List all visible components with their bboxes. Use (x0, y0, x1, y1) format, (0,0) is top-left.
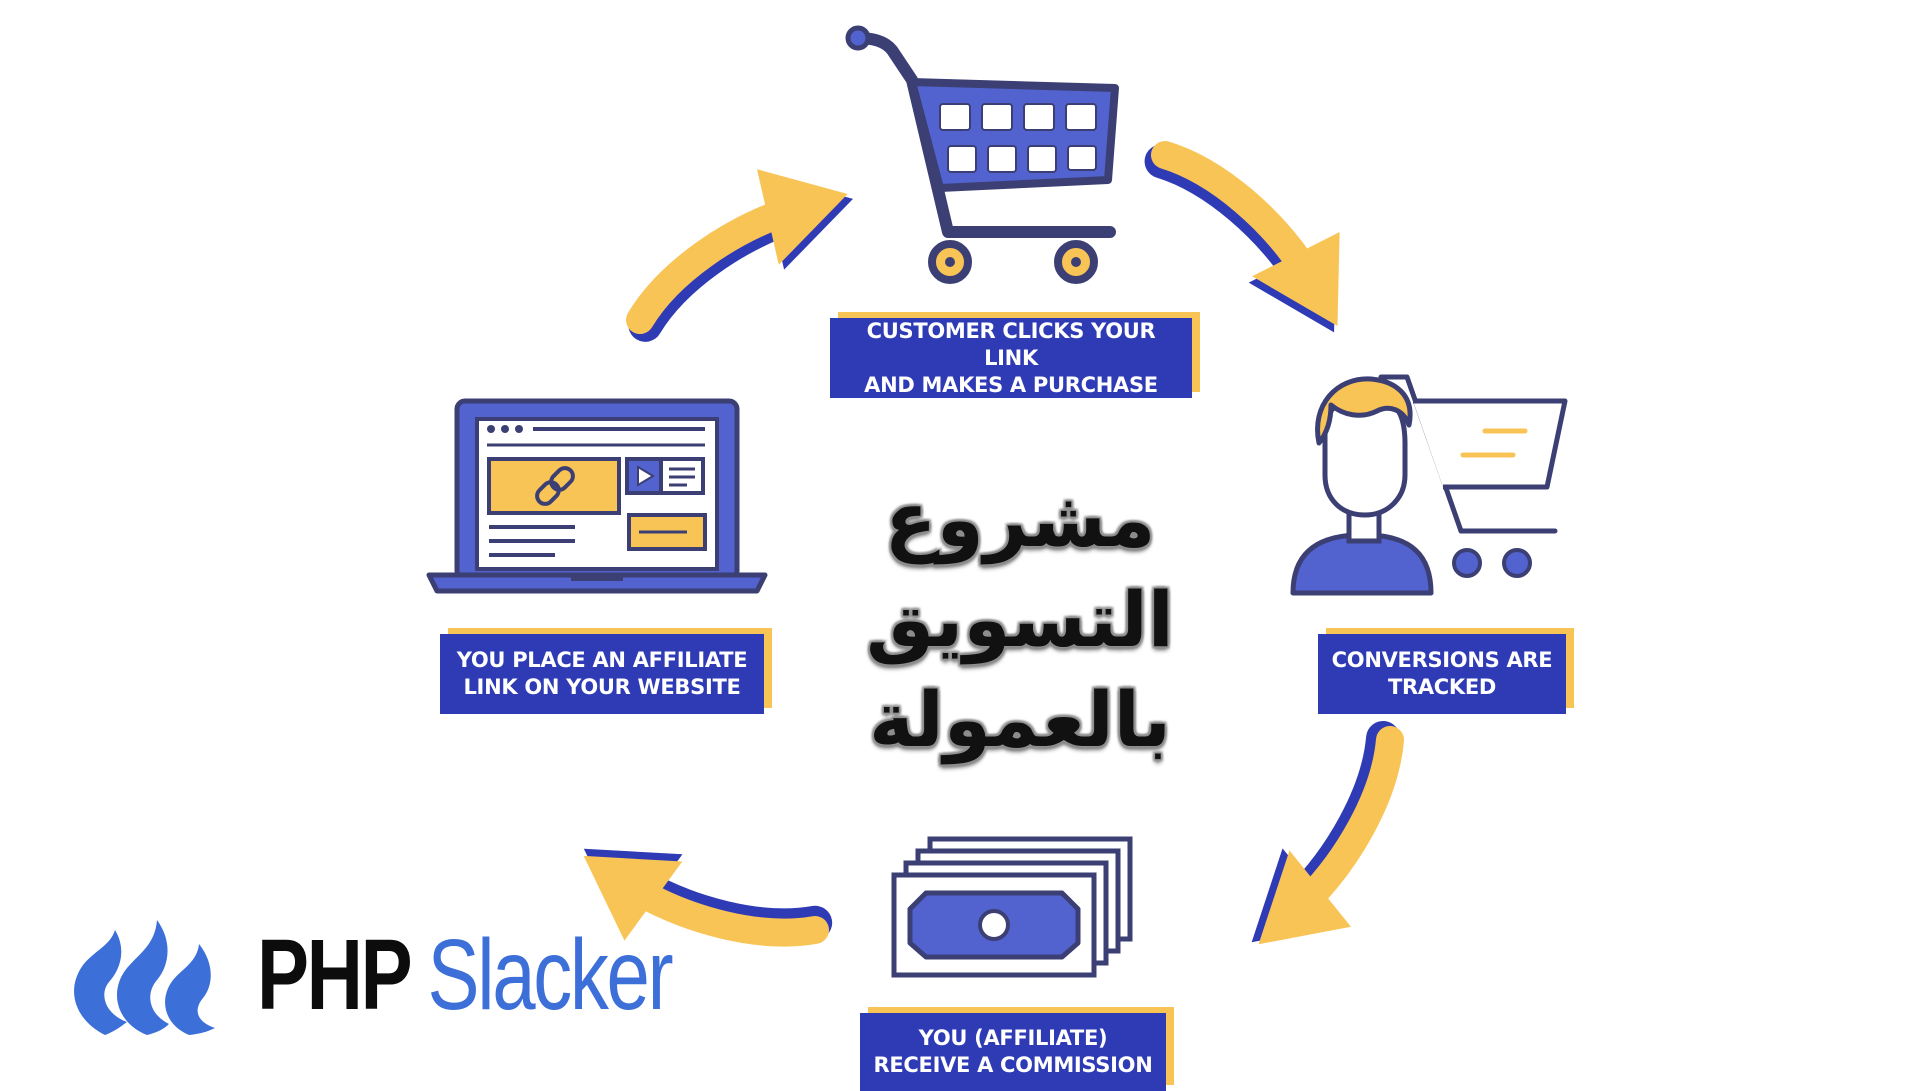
center-title-line1: مشروع التسويق (866, 475, 1174, 664)
step-purchase-line1: CUSTOMER CLICKS YOUR LINK (866, 318, 1156, 370)
step-place-link-line2: LINK ON YOUR WEBSITE (463, 675, 741, 699)
laptop-affiliate-link-icon (426, 398, 768, 594)
step-place-link-line1: YOU PLACE AN AFFILIATE (456, 648, 748, 672)
brand-name-slacker: Slacker (427, 918, 674, 1031)
step-box-tracked: CONVERSIONS ARE TRACKED (1318, 628, 1574, 714)
center-title-line2: بالعمولة (869, 675, 1171, 764)
step-box-place-link: YOU PLACE AN AFFILIATE LINK ON YOUR WEBS… (440, 628, 772, 714)
customer-with-cart-icon (1290, 374, 1568, 596)
shopping-cart-icon (845, 25, 1119, 284)
brand-name-php: PHP (257, 918, 413, 1031)
arrow-bottom-right (1205, 735, 1465, 982)
step-purchase-line2: AND MAKES A PURCHASE (864, 372, 1158, 397)
arrow-top-left (611, 148, 870, 325)
money-stack-icon (891, 836, 1133, 978)
center-title: مشروع التسويق بالعمولة (740, 470, 1300, 770)
step-tracked-line2: TRACKED (1387, 675, 1497, 699)
step-commission-line1: YOU (AFFILIATE) (918, 1026, 1108, 1050)
step-box-commission: YOU (AFFILIATE) RECEIVE A COMMISSION (860, 1007, 1174, 1091)
flame-logo-icon (74, 920, 215, 1035)
step-tracked-line1: CONVERSIONS ARE (1331, 648, 1553, 672)
step-commission-line2: RECEIVE A COMMISSION (873, 1053, 1153, 1077)
step-box-purchase: CUSTOMER CLICKS YOUR LINK AND MAKES A PU… (830, 312, 1200, 398)
